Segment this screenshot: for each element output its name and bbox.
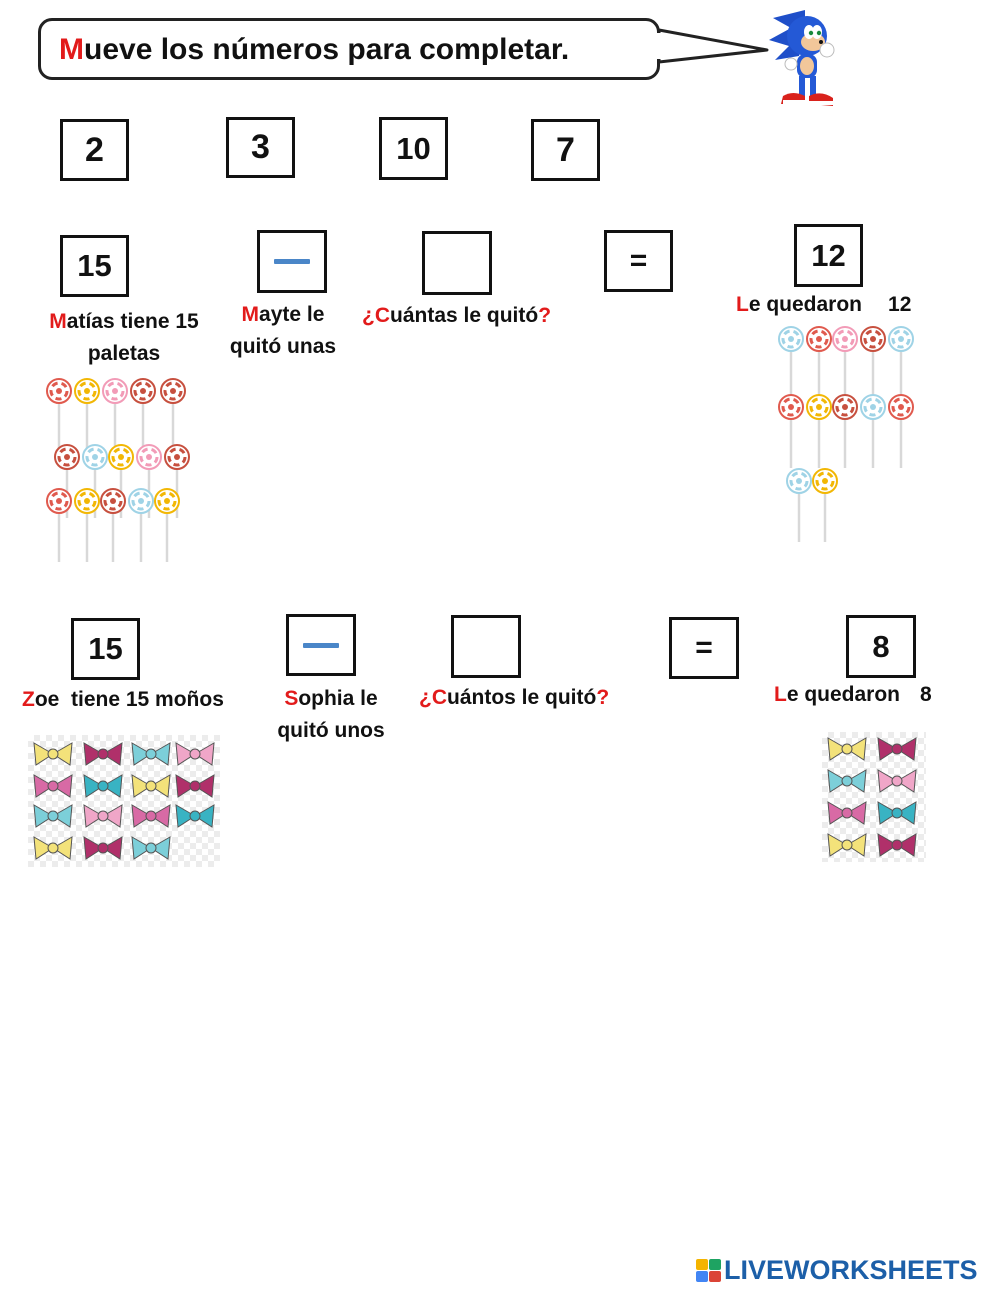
problem1-result-box: 12 [794,224,863,287]
lollipop-icon [54,444,80,518]
bow-icon [33,774,73,798]
bubble-tail-icon [655,28,769,64]
bow-icon [131,774,171,798]
bow-icon [131,836,171,860]
liveworksheets-logo-icon [696,1259,722,1283]
lollipop-icon [74,488,100,562]
lollipop-icon [778,394,804,468]
bow-icon [175,774,215,798]
lollipop-icon [130,378,156,452]
lollipop-icon [832,326,858,400]
bow-icon [877,737,917,761]
problem2-result-box: 8 [846,615,916,678]
bow-icon [877,833,917,857]
bow-icon [33,836,73,860]
bow-icon [33,742,73,766]
bow-group-15 [28,735,220,867]
problem2-question-label: ¿Cuántos le quitó? [419,686,610,709]
bow-icon [83,804,123,828]
lollipop-icon [46,378,72,452]
liveworksheets-brand: LIVEWORKSHEETS [696,1255,996,1287]
number-tile-2[interactable]: 2 [60,119,129,181]
lollipop-icon [888,326,914,400]
lollipop-group-15 [40,374,210,562]
bow-icon [33,804,73,828]
problem1-minus-label: Mayte le quitó unas [229,303,337,358]
bow-icon [131,804,171,828]
lollipop-icon [806,326,832,400]
bow-icon [83,742,123,766]
problem1-minus-box [257,230,327,293]
bow-icon [827,833,867,857]
problem1-question-label: ¿Cuántas le quitó? [362,304,552,327]
bow-group-8 [822,732,926,862]
bow-icon [827,737,867,761]
problem2-minus-label: Sophia le quitó unos [277,687,385,742]
lollipop-group-12 [772,320,922,542]
bow-icon [175,742,215,766]
lollipop-icon [786,468,812,542]
instruction-bubble: Mueve los números para completar. [38,18,660,80]
brand-text: LIVEWORKSHEETS [724,1255,978,1285]
lollipop-icon [860,326,886,400]
lollipop-icon [860,394,886,468]
bow-icon [877,801,917,825]
instruction-text: Mueve los números para completar. [59,33,570,66]
bow-icon [83,836,123,860]
lollipop-icon [74,378,100,452]
number-tile-10[interactable]: 10 [379,117,448,180]
lollipop-icon [100,488,126,562]
lollipop-icon [832,394,858,468]
lollipop-icon [806,394,832,468]
minus-sign-icon [303,642,339,648]
lollipop-icon [154,488,180,562]
bow-icon [827,769,867,793]
problem1-answer-dropzone[interactable] [422,231,492,295]
minus-sign-icon [274,259,310,264]
bow-icon [83,774,123,798]
lollipop-icon [128,488,154,562]
lollipop-icon [812,468,838,542]
hedgehog-mascot-icon [769,10,835,106]
problem1-total-box: 15 [60,235,129,297]
problem2-equals-box: = [669,617,739,679]
problem2-minus-box [286,614,356,676]
problem2-total-box: 15 [71,618,140,680]
lollipop-icon [102,378,128,452]
problem2-answer-dropzone[interactable] [451,615,521,678]
number-tile-7[interactable]: 7 [531,119,600,181]
bow-icon [877,769,917,793]
bow-icon [131,742,171,766]
lollipop-icon [160,378,186,452]
problem2-total-label: Zoe tiene 15 moños [22,688,224,711]
problem1-equals-box: = [604,230,673,292]
bow-icon [827,801,867,825]
number-tile-3[interactable]: 3 [226,117,295,178]
lollipop-icon [888,394,914,468]
lollipop-icon [46,488,72,562]
lollipop-icon [778,326,804,400]
problem1-total-label: Matías tiene 15 paletas [49,310,199,365]
bow-icon [175,804,215,828]
